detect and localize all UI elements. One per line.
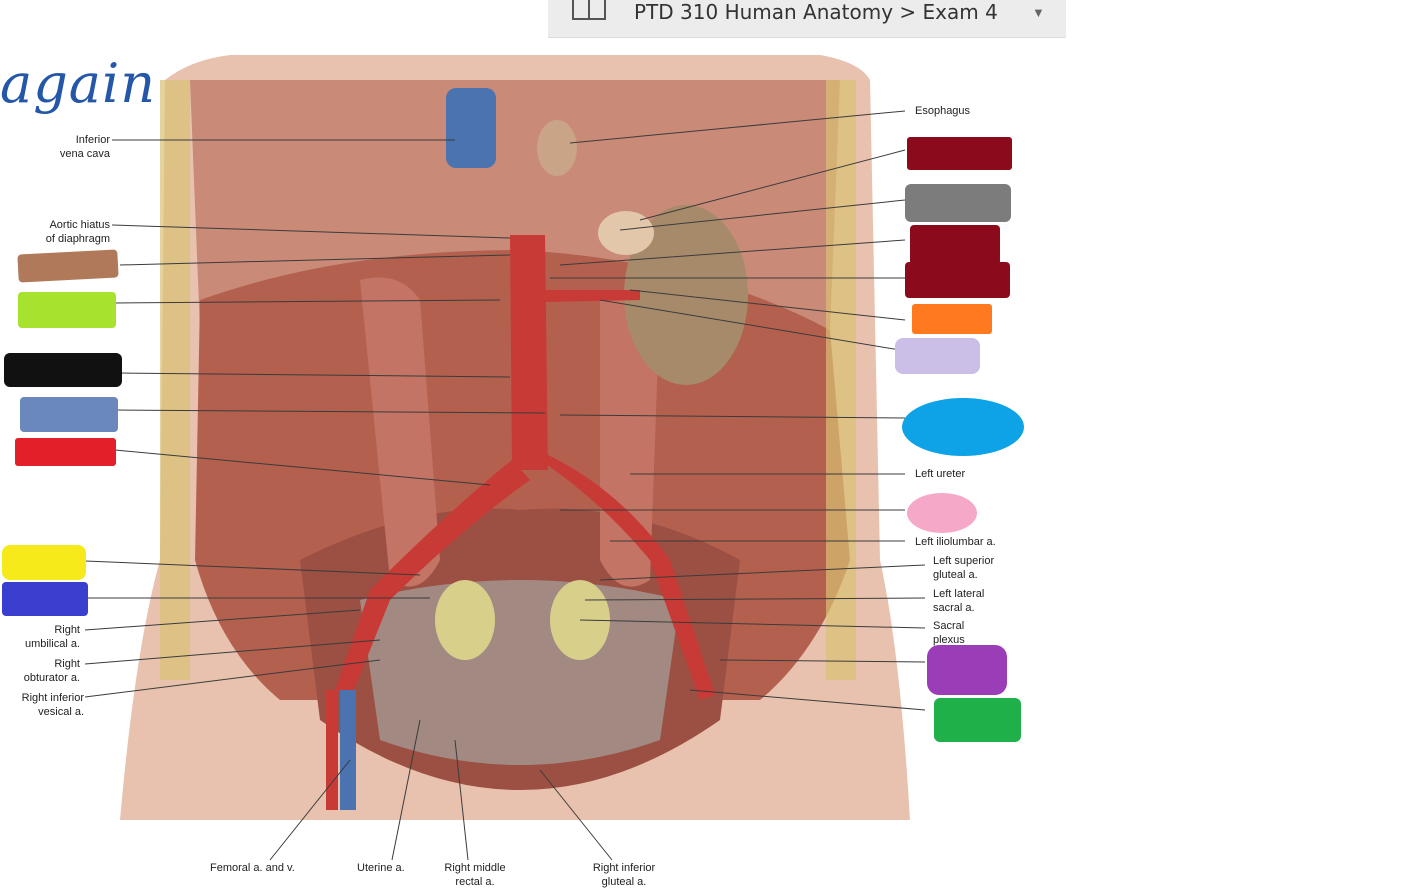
swatch-black <box>4 353 122 387</box>
label-left-lateral-sacral-artery: Left lateral sacral a. <box>933 588 985 614</box>
swatch-blue <box>2 582 88 616</box>
swatch-slate <box>20 397 118 432</box>
swatch-yellow <box>2 545 86 580</box>
label-right-middle-rectal-artery: Right middle rectal a. <box>444 862 506 888</box>
label-uterine-artery: Uterine a. <box>357 862 405 874</box>
swatch-maroon-2 <box>910 225 1000 265</box>
renal-artery <box>545 290 640 302</box>
page-title-bar[interactable]: PTD 310 Human Anatomy > Exam 4 ▼ <box>548 0 1066 38</box>
swatch-green <box>934 698 1021 742</box>
swatch-maroon-1 <box>907 137 1012 170</box>
left-common-iliac <box>540 455 715 700</box>
swatch-brown <box>17 249 119 283</box>
abdominal-aorta <box>510 235 548 470</box>
swatch-maroon-3 <box>905 262 1010 298</box>
swatch-lavender <box>895 338 980 374</box>
leader-lines <box>84 110 926 861</box>
ivc-cut <box>446 88 496 168</box>
chevron-down-icon[interactable]: ▼ <box>1032 5 1045 20</box>
label-left-superior-gluteal-artery: Left superior gluteal a. <box>933 555 995 581</box>
left-adrenal <box>598 211 654 255</box>
label-aortic-hiatus: Aortic hiatus of diaphragm <box>45 219 110 245</box>
breadcrumb[interactable]: PTD 310 Human Anatomy > Exam 4 <box>634 0 998 24</box>
label-left-ureter: Left ureter <box>915 468 966 480</box>
swatch-grey <box>905 184 1011 222</box>
right-femoral-vein <box>340 690 356 810</box>
label-inferior-vena-cava: Inferior vena cava <box>59 134 110 160</box>
sacral-plexus-right <box>435 580 495 660</box>
swatch-red <box>15 438 116 466</box>
swatch-sky <box>902 398 1024 456</box>
esophagus-cut <box>537 120 577 176</box>
left-kidney <box>624 205 748 385</box>
label-femoral-artery-and-vein: Femoral a. and v. <box>210 862 295 874</box>
label-right-umbilical-artery: Right umbilical a. <box>24 624 80 650</box>
right-psoas <box>360 277 440 587</box>
right-body-wall <box>826 80 856 680</box>
swatch-pink <box>907 493 977 533</box>
notebook-icon <box>572 0 606 20</box>
swatch-purple <box>927 645 1007 695</box>
label-right-inferior-vesical-artery: Right inferior vesical a. <box>21 692 84 718</box>
pelvic-floor <box>360 580 680 765</box>
label-right-inferior-gluteal-artery: Right inferior gluteal a. <box>592 862 656 888</box>
left-body-wall <box>160 80 190 680</box>
label-right-obturator-artery: Right obturator a. <box>23 658 80 684</box>
label-esophagus: Esophagus <box>915 105 971 117</box>
right-common-iliac <box>335 460 530 700</box>
swatch-lime <box>18 292 116 328</box>
handwritten-note: again <box>0 52 157 115</box>
label-sacral-plexus: Sacral plexus <box>933 620 965 646</box>
answer-swatches <box>2 137 1024 742</box>
swatch-orange <box>912 304 992 334</box>
label-left-iliolumbar-artery: Left iliolumbar a. <box>915 536 996 548</box>
right-femoral-artery <box>326 690 338 810</box>
